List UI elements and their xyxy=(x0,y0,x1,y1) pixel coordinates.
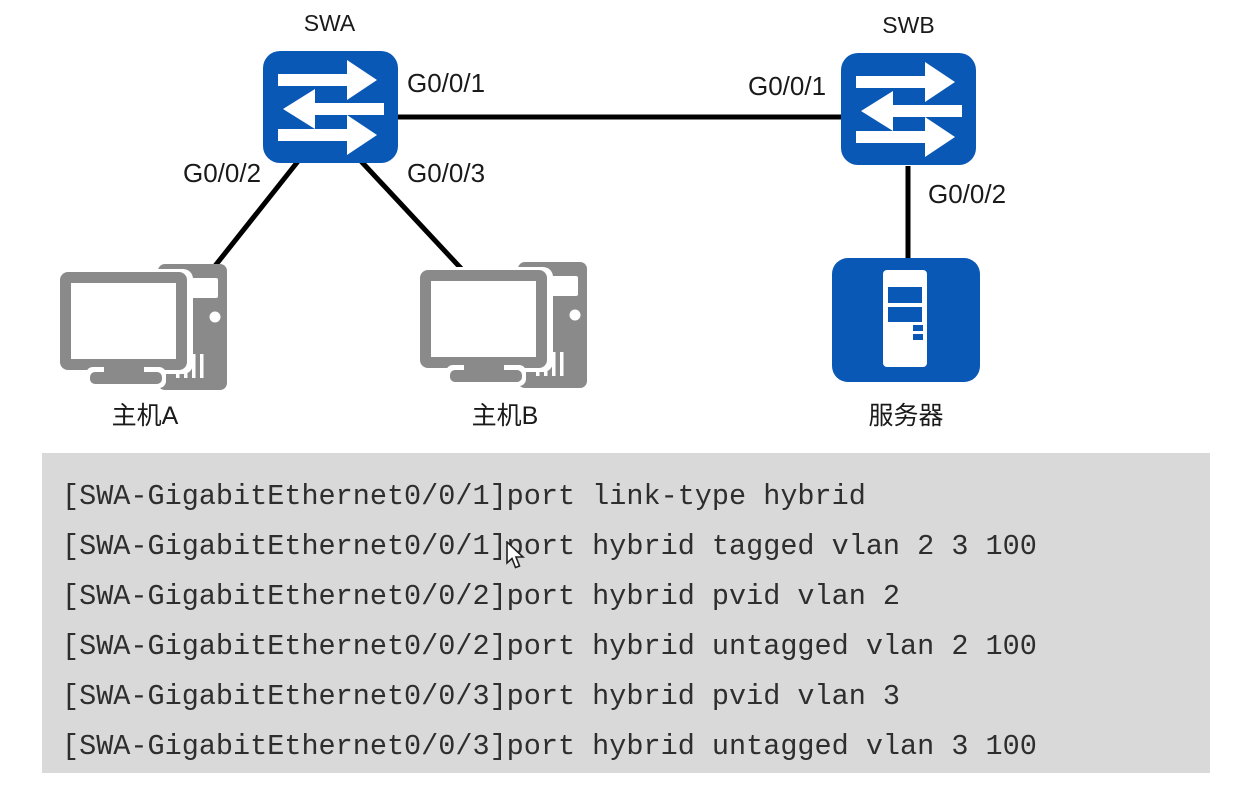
host-b-label: 主机B xyxy=(471,402,539,430)
port-label-swa-g0-0-3: G0/0/3 xyxy=(407,158,486,188)
port-label-swa-g0-0-1: G0/0/1 xyxy=(407,68,486,98)
topology-links xyxy=(201,114,911,283)
port-label-swb-g0-0-2: G0/0/2 xyxy=(928,179,1007,209)
switch-icon xyxy=(263,51,398,163)
cli-line: [SWA-GigabitEthernet0/0/3]port hybrid un… xyxy=(62,730,1037,763)
cli-line: [SWA-GigabitEthernet0/0/3]port hybrid pv… xyxy=(62,680,901,713)
cli-output-panel: [SWA-GigabitEthernet0/0/1]port link-type… xyxy=(42,453,1210,773)
cli-line: [SWA-GigabitEthernet0/0/2]port hybrid pv… xyxy=(62,580,901,613)
server-icon xyxy=(832,258,980,382)
host-icon xyxy=(60,264,227,390)
cli-line: [SWA-GigabitEthernet0/0/1]port hybrid ta… xyxy=(62,530,1037,563)
port-label-swa-g0-0-2: G0/0/2 xyxy=(183,158,262,188)
server-label: 服务器 xyxy=(868,402,944,430)
switch-icon xyxy=(841,53,976,165)
link-swa-host-a xyxy=(201,158,301,283)
switch-b-label: SWB xyxy=(882,12,935,38)
cli-line: [SWA-GigabitEthernet0/0/1]port link-type… xyxy=(62,480,866,513)
mouse-pointer-icon xyxy=(506,541,526,569)
cli-line: [SWA-GigabitEthernet0/0/2]port hybrid un… xyxy=(62,630,1037,663)
host-a-label: 主机A xyxy=(111,402,179,430)
port-label-swb-g0-0-1: G0/0/1 xyxy=(748,71,827,101)
switch-a-label: SWA xyxy=(303,10,356,36)
host-icon xyxy=(420,262,587,388)
link-swa-host-b xyxy=(357,157,472,280)
